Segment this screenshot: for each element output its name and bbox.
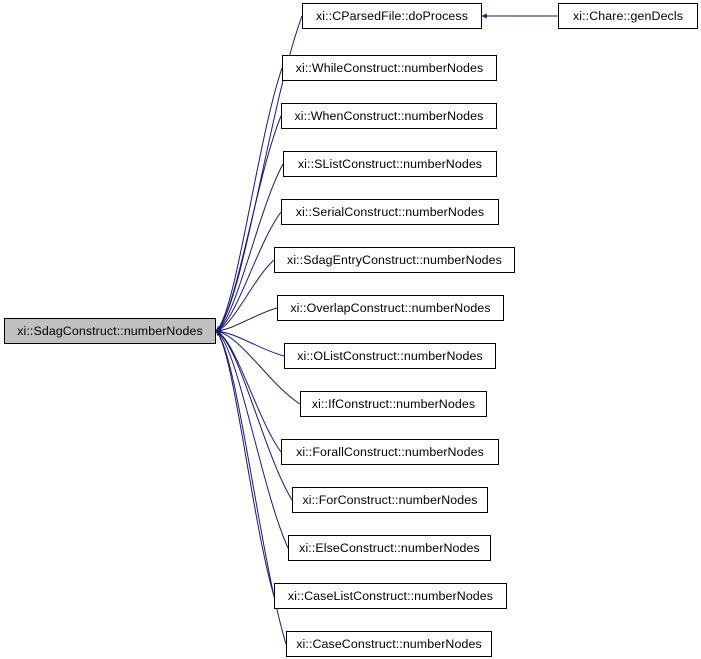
graph-edge-xi-whenconstruct-numbernodes-to-xi-sdagconstruct-numbernodes [215, 115, 282, 332]
graph-node-label: xi::SerialConstruct::numberNodes [295, 204, 485, 219]
graph-node-label: xi::WhileConstruct::numberNodes [295, 60, 484, 75]
graph-node-label: xi::CaseListConstruct::numberNodes [287, 588, 494, 603]
graph-node-xi-sdagconstruct-numbernodes: xi::SdagConstruct::numberNodes [4, 318, 216, 344]
graph-node-label: xi::SdagConstruct::numberNodes [17, 323, 203, 338]
graph-node-label: xi::CaseConstruct::numberNodes [296, 636, 482, 651]
graph-edge-xi-olistconstruct-numbernodes-to-xi-sdagconstruct-numbernodes [215, 328, 285, 357]
graph-node-xi-olistconstruct-numbernodes[interactable]: xi::OListConstruct::numberNodes [284, 343, 496, 369]
graph-edge-xi-slistconstruct-numbernodes-to-xi-sdagconstruct-numbernodes [215, 163, 284, 332]
graph-node-label: xi::SListConstruct::numberNodes [297, 156, 483, 171]
graph-edge-xi-sdagentryconstruct-numbernodes-to-xi-sdagconstruct-numbernodes [215, 259, 275, 333]
graph-node-label: xi::Chare::genDecls [572, 8, 684, 23]
graph-edge-xi-whileconstruct-numbernodes-to-xi-sdagconstruct-numbernodes [215, 67, 283, 332]
graph-node-xi-forconstruct-numbernodes[interactable]: xi::ForConstruct::numberNodes [292, 487, 488, 513]
graph-node-xi-cparsedfile-doprocess[interactable]: xi::CParsedFile::doProcess [302, 3, 482, 29]
graph-node-xi-forallconstruct-numbernodes[interactable]: xi::ForallConstruct::numberNodes [281, 439, 499, 465]
graph-node-label: xi::ElseConstruct::numberNodes [299, 540, 480, 555]
graph-node-xi-chare-gendecls[interactable]: xi::Chare::genDecls [558, 3, 698, 29]
graph-node-xi-caseconstruct-numbernodes[interactable]: xi::CaseConstruct::numberNodes [286, 631, 492, 657]
graph-node-label: xi::ForallConstruct::numberNodes [296, 444, 484, 459]
graph-node-label: xi::CParsedFile::doProcess [315, 8, 469, 23]
graph-edge-xi-forconstruct-numbernodes-to-xi-sdagconstruct-numbernodes [215, 330, 293, 501]
graph-node-xi-sdagentryconstruct-numbernodes[interactable]: xi::SdagEntryConstruct::numberNodes [274, 247, 515, 273]
graph-node-xi-serialconstruct-numbernodes[interactable]: xi::SerialConstruct::numberNodes [281, 199, 499, 225]
graph-edge-xi-serialconstruct-numbernodes-to-xi-sdagconstruct-numbernodes [215, 211, 282, 332]
graph-edge-xi-elseconstruct-numbernodes-to-xi-sdagconstruct-numbernodes [215, 330, 289, 549]
graph-edge-xi-caselistconstruct-numbernodes-to-xi-sdagconstruct-numbernodes [215, 330, 275, 597]
graph-node-label: xi::OverlapConstruct::numberNodes [290, 300, 491, 315]
graph-node-label: xi::SdagEntryConstruct::numberNodes [287, 252, 502, 267]
graph-edge-xi-overlapconstruct-numbernodes-to-xi-sdagconstruct-numbernodes [215, 307, 278, 334]
graph-node-xi-whenconstruct-numbernodes[interactable]: xi::WhenConstruct::numberNodes [281, 103, 497, 129]
graph-edge-xi-forallconstruct-numbernodes-to-xi-sdagconstruct-numbernodes [215, 330, 282, 453]
graph-node-label: xi::OListConstruct::numberNodes [297, 348, 483, 363]
graph-node-xi-elseconstruct-numbernodes[interactable]: xi::ElseConstruct::numberNodes [288, 535, 491, 561]
graph-node-label: xi::WhenConstruct::numberNodes [294, 108, 484, 123]
graph-node-xi-overlapconstruct-numbernodes[interactable]: xi::OverlapConstruct::numberNodes [277, 295, 504, 321]
graph-node-label: xi::IfConstruct::numberNodes [311, 396, 476, 411]
graph-node-label: xi::ForConstruct::numberNodes [302, 492, 478, 507]
graph-node-xi-caselistconstruct-numbernodes[interactable]: xi::CaseListConstruct::numberNodes [274, 583, 507, 609]
graph-node-xi-ifconstruct-numbernodes[interactable]: xi::IfConstruct::numberNodes [300, 391, 487, 417]
graph-node-xi-slistconstruct-numbernodes[interactable]: xi::SListConstruct::numberNodes [283, 151, 497, 177]
graph-node-xi-whileconstruct-numbernodes[interactable]: xi::WhileConstruct::numberNodes [282, 55, 497, 81]
